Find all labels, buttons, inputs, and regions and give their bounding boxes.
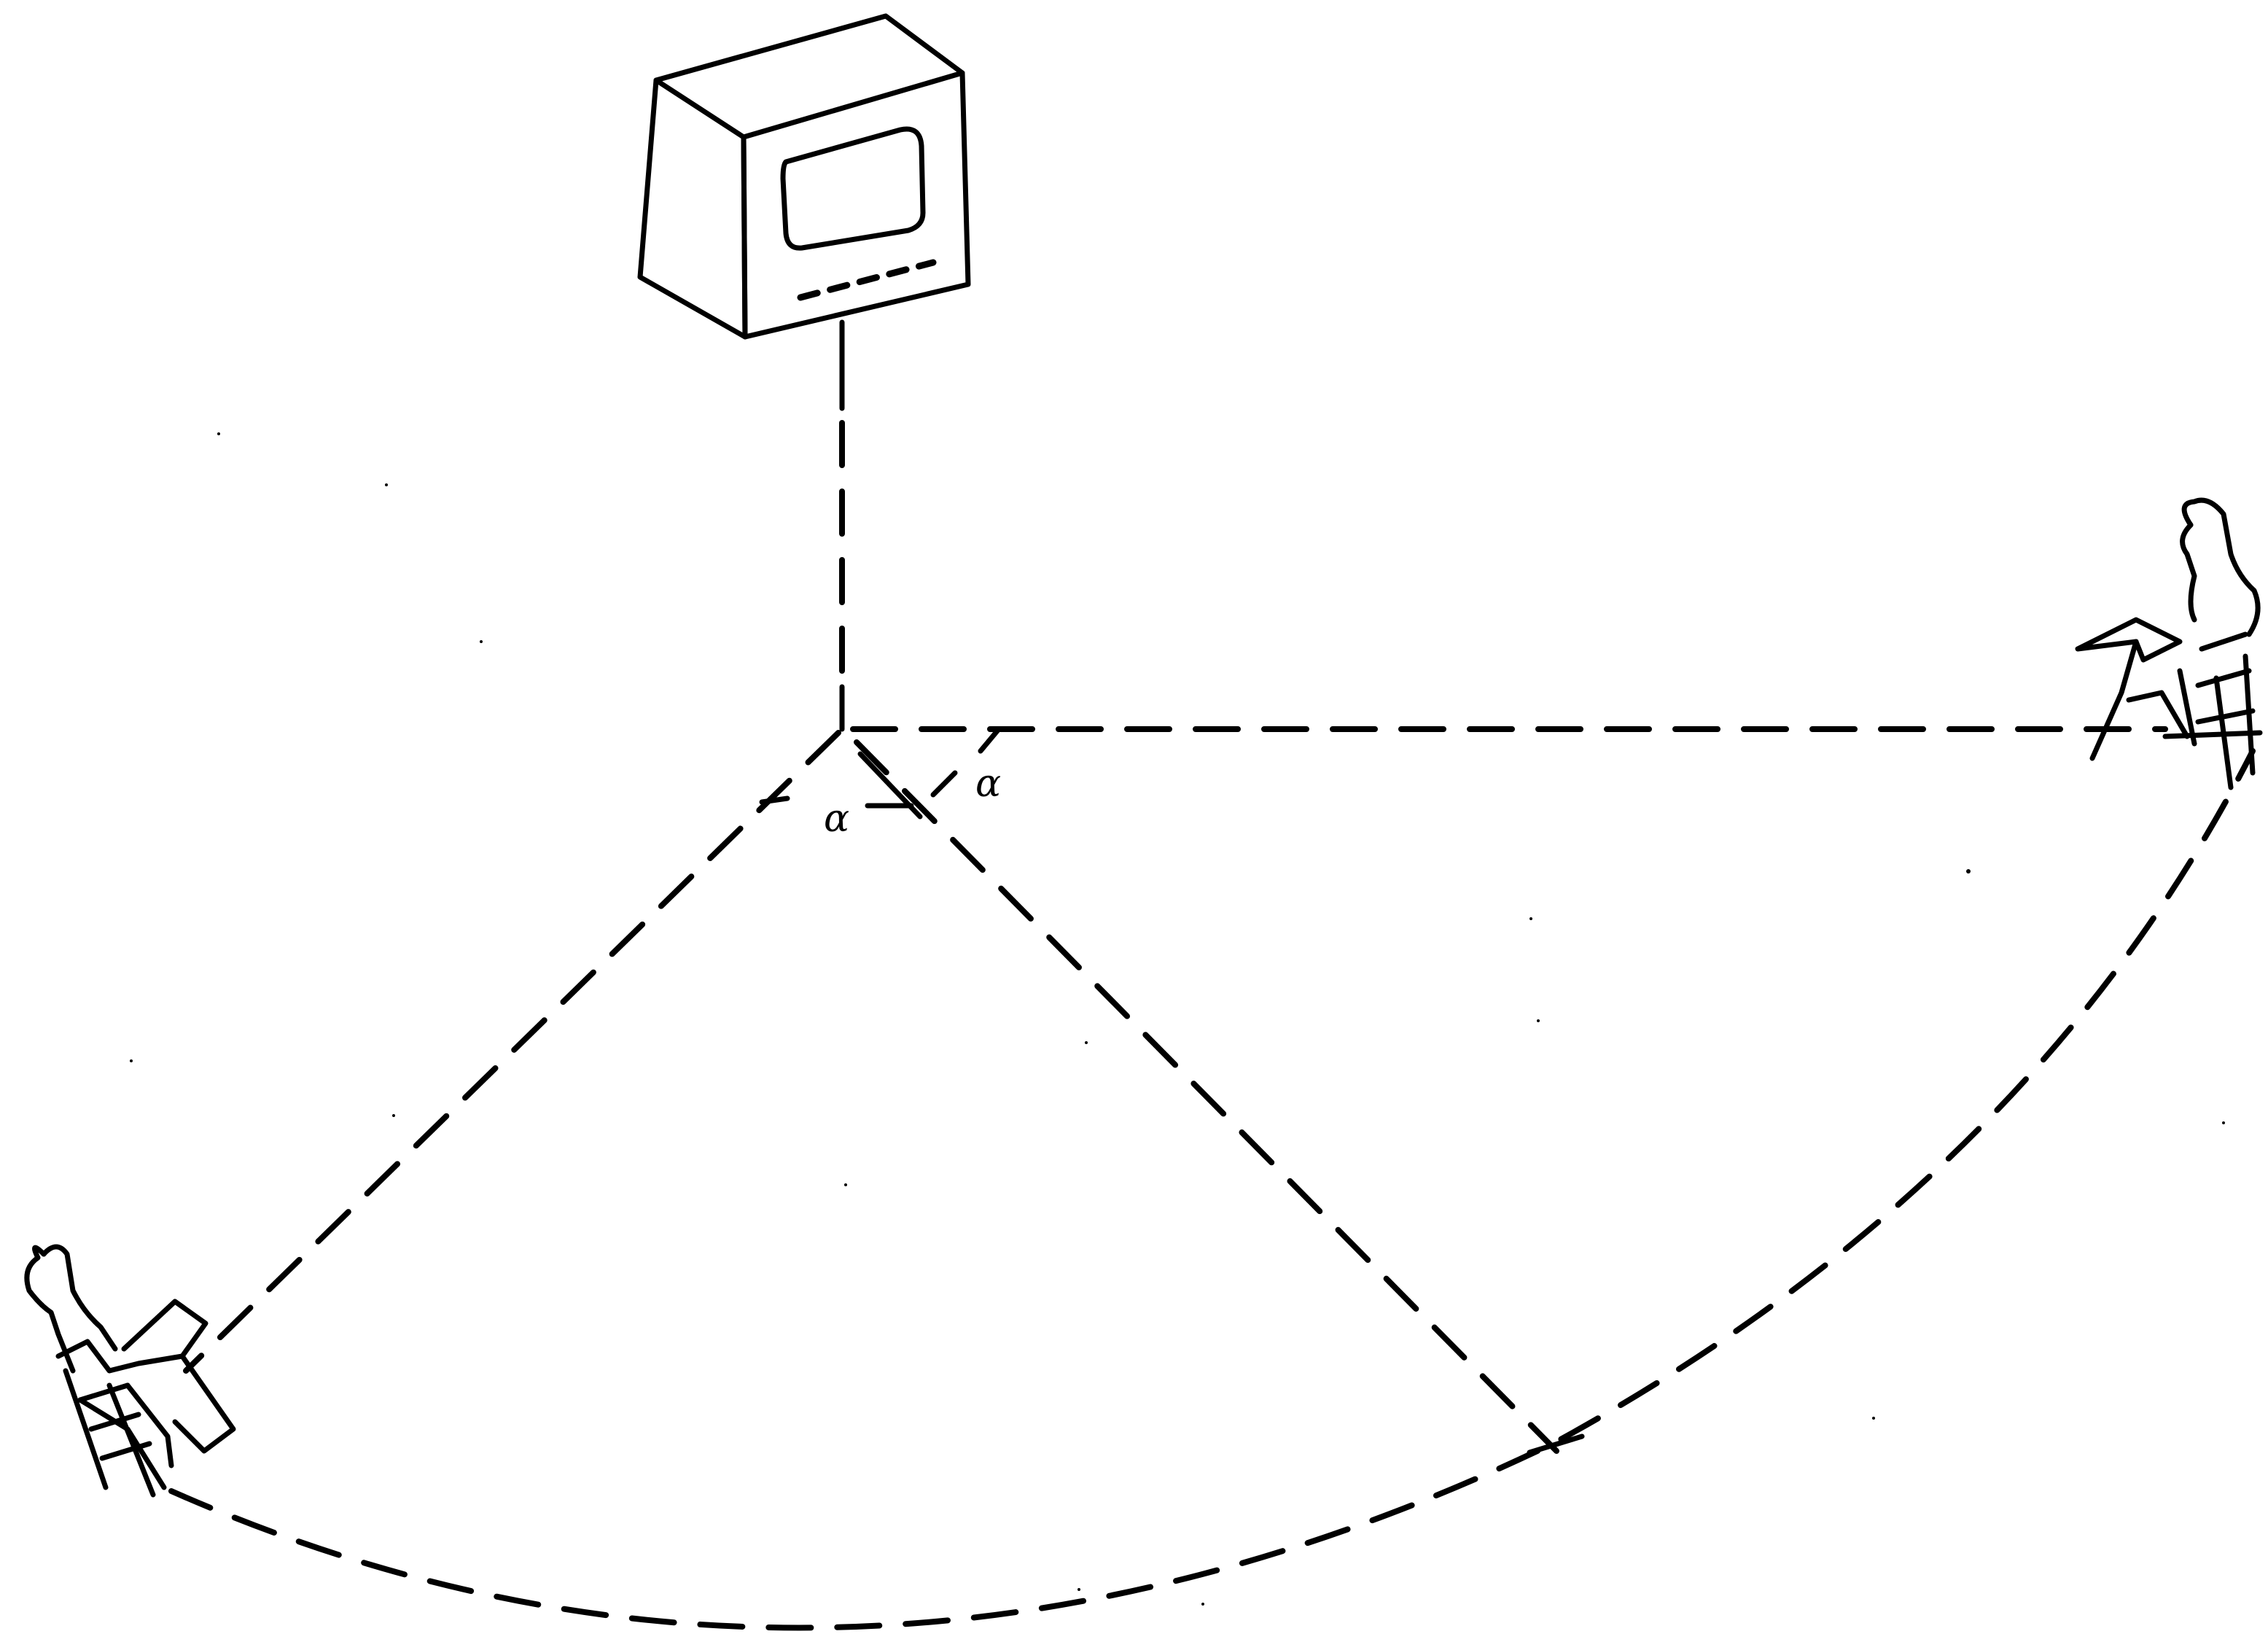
left-sightline — [183, 730, 841, 1374]
tv-icon — [637, 13, 971, 411]
center-sightline — [854, 739, 1559, 1454]
viewing-arc — [168, 748, 2256, 1631]
angle-marker-right — [930, 726, 1002, 798]
angle-label-right: α — [975, 762, 1001, 806]
angle-marker-left — [759, 751, 923, 820]
seated-viewer-right-icon — [2075, 497, 2263, 790]
seated-viewer-left-icon — [24, 1244, 236, 1498]
scan-specks — [130, 432, 2225, 1606]
angle-label-left: α — [824, 797, 849, 841]
